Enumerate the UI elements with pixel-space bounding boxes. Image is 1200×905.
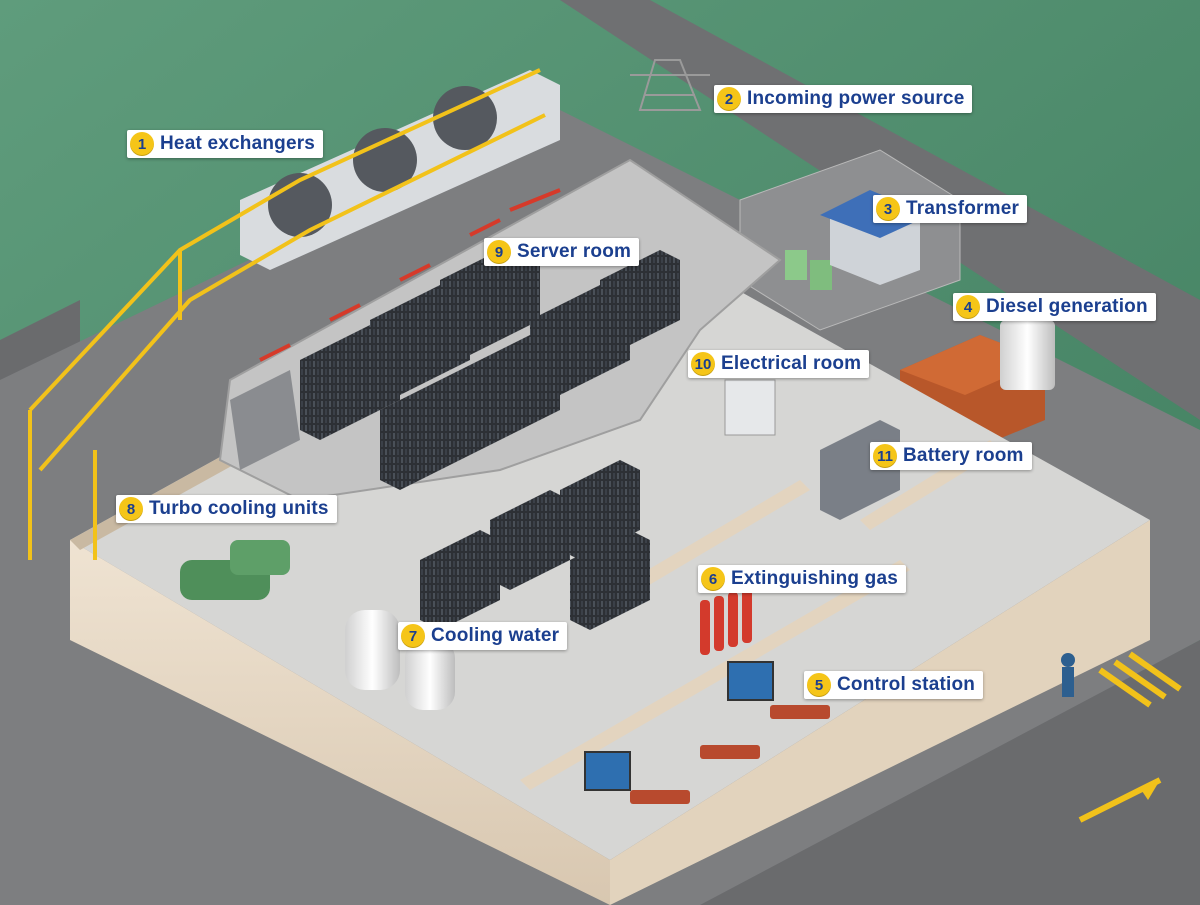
guard-figure [1061, 653, 1075, 667]
callout-label: Control station [837, 674, 976, 695]
crosswalk [1098, 651, 1182, 708]
power-tower-icon [630, 59, 710, 111]
number-badge: 10 [691, 352, 715, 376]
callout-turbo-cooling-units: 8 Turbo cooling units [116, 495, 337, 523]
heat-exchanger-unit [240, 70, 560, 270]
cooling-water-tanks [345, 610, 455, 710]
number-badge: 5 [807, 673, 831, 697]
callout-label: Transformer [906, 198, 1020, 219]
number-badge: 7 [401, 624, 425, 648]
gas-cylinders [700, 588, 752, 655]
road-arrow-icon [1140, 780, 1160, 800]
callout-label: Incoming power source [747, 88, 965, 109]
callout-label: Cooling water [431, 625, 560, 646]
callout-label: Turbo cooling units [149, 498, 329, 519]
wall-monitor [727, 661, 774, 701]
callout-diesel-generation: 4 Diesel generation [953, 293, 1156, 321]
number-badge: 11 [873, 444, 897, 468]
callout-electrical-room: 10 Electrical room [688, 350, 870, 378]
callout-server-room: 9 Server room [484, 238, 640, 266]
wall-left [70, 540, 610, 905]
callout-label: Diesel generation [986, 296, 1148, 317]
number-badge: 3 [876, 197, 900, 221]
server-racks [230, 240, 680, 490]
callout-label: Electrical room [721, 353, 862, 374]
callout-extinguishing-gas: 6 Extinguishing gas [698, 565, 907, 593]
callout-cooling-water: 7 Cooling water [398, 622, 568, 650]
electrical-cabinet [724, 379, 776, 436]
callout-battery-room: 11 Battery room [870, 442, 1032, 470]
callout-transformer: 3 Transformer [873, 195, 1028, 223]
callout-heat-exchangers: 1 Heat exchangers [127, 130, 324, 158]
wall-monitor [584, 751, 631, 791]
number-badge: 1 [130, 132, 154, 156]
fan-icon [433, 86, 497, 150]
partition-2 [520, 560, 910, 790]
number-badge: 2 [717, 87, 741, 111]
fan-icon [353, 128, 417, 192]
callout-label: Server room [517, 241, 632, 262]
wall-right [610, 520, 1150, 905]
number-badge: 9 [487, 240, 511, 264]
cooling-pipes [259, 188, 561, 362]
scaffold-stairs [28, 68, 546, 560]
callout-label: Extinguishing gas [731, 568, 899, 589]
number-badge: 6 [701, 567, 725, 591]
callout-incoming-power-source: 2 Incoming power source [714, 85, 973, 113]
callout-control-station: 5 Control station [804, 671, 984, 699]
lower-server-racks [420, 460, 650, 630]
number-badge: 8 [119, 497, 143, 521]
callout-label: Battery room [903, 445, 1024, 466]
control-desks [630, 705, 830, 804]
callout-label: Heat exchangers [160, 133, 316, 154]
number-badge: 4 [956, 295, 980, 319]
fan-icon [268, 173, 332, 237]
turbo-cooling-machines [180, 540, 290, 600]
